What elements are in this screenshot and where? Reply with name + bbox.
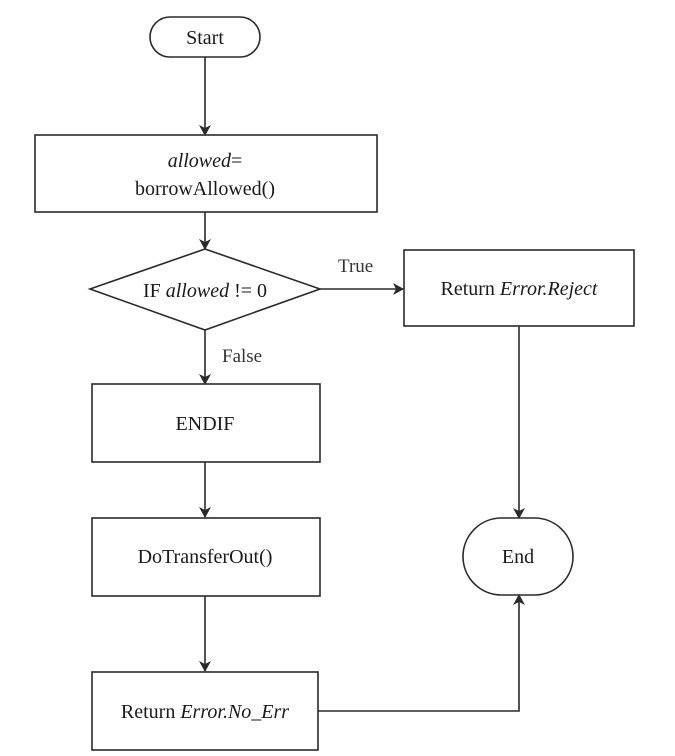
decision-label: IF allowed != 0 [143,280,267,302]
edge-label-true: True [338,256,373,277]
assign-variable: allowed [168,150,232,172]
return-no-err-label: Return Error.No_Err [121,701,289,723]
decision-condition: != 0 [229,280,267,302]
endif-label: ENDIF [176,413,235,435]
start-terminal: Start [149,16,261,58]
assign-process: allowed= borrowAllowed() [34,134,378,213]
decision-prefix: IF [143,280,166,302]
decision-node: IF allowed != 0 [87,248,323,331]
edge-label-false: False [222,346,262,367]
assign-call: borrowAllowed() [135,178,275,200]
start-label: Start [186,27,224,49]
return-reject-code: Error.Reject [499,278,598,300]
transfer-process: DoTransferOut() [91,517,321,597]
decision-variable: allowed [166,280,230,302]
edge-return-to-end [318,594,525,712]
assign-line1: allowed= [168,150,243,172]
transfer-label: DoTransferOut() [138,546,273,568]
return-reject-process: Return Error.Reject [403,249,635,327]
return-reject-prefix: Return [440,278,499,300]
return-no-err-prefix: Return [121,701,180,723]
return-no-err-code: Error.No_Err [179,701,289,723]
endif-process: ENDIF [91,383,321,463]
end-terminal: End [462,517,574,596]
end-label: End [502,546,534,568]
return-no-err-process: Return Error.No_Err [91,671,319,751]
return-reject-label: Return Error.Reject [440,278,597,300]
assign-equals: = [231,150,242,172]
